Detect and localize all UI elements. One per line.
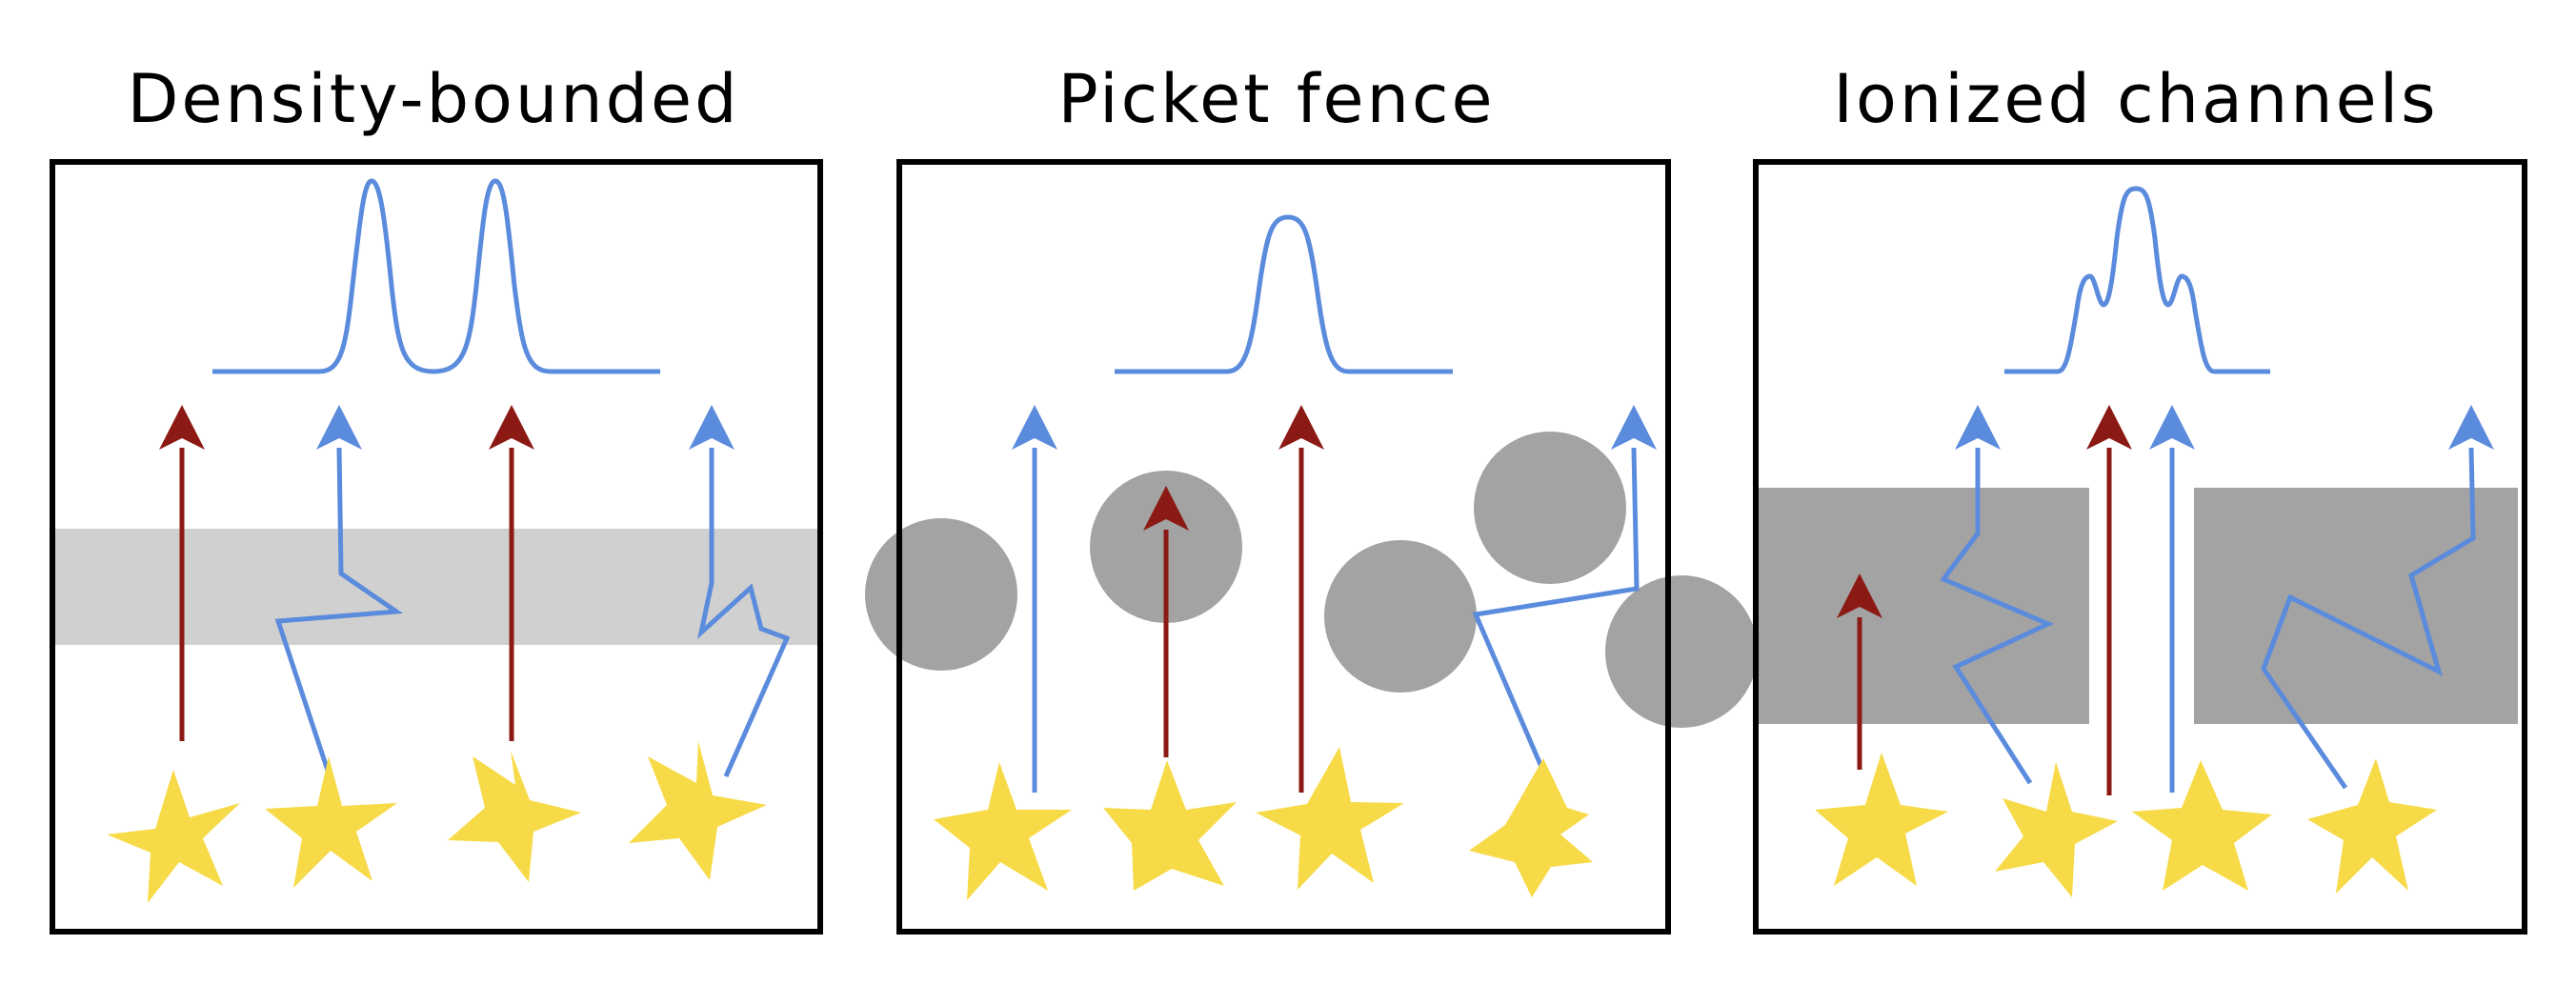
panel-frame xyxy=(50,159,823,935)
panel-title: Density-bounded xyxy=(127,60,739,138)
panel-frame xyxy=(1753,159,2527,935)
arrow-up-icon xyxy=(1611,405,1657,450)
star-icon xyxy=(1995,762,2118,897)
scattered-arrow xyxy=(696,448,791,778)
star-icon xyxy=(2307,758,2437,894)
panel-ionized-channels: Ionized channels xyxy=(1753,60,2527,935)
gas-slab-left xyxy=(1757,488,2089,724)
star-icon xyxy=(265,756,397,888)
scattered-arrow xyxy=(1940,448,2055,785)
arrow-up-icon xyxy=(2086,405,2132,450)
arrow-up-icon xyxy=(2448,405,2494,450)
line-profile-single-peaked xyxy=(1115,214,1453,374)
arrow-up-icon xyxy=(2149,405,2195,450)
star-icon xyxy=(629,741,767,880)
arrow-up-icon xyxy=(1837,573,1882,618)
arrow-up-icon xyxy=(159,405,205,450)
star-icon xyxy=(2132,760,2272,891)
star-icon xyxy=(1469,758,1593,897)
star-icon xyxy=(1815,753,1948,886)
star-icon xyxy=(448,751,581,882)
star-icon xyxy=(1103,760,1237,891)
gas-slab-right xyxy=(2194,488,2518,724)
arrow-up-icon xyxy=(1012,405,1057,450)
star-icon xyxy=(934,762,1072,900)
panel-title: Picket fence xyxy=(1057,60,1495,138)
scattered-arrow xyxy=(1472,447,1640,774)
arrow-up-icon xyxy=(489,405,534,450)
star-icon xyxy=(1256,747,1404,890)
scattered-arrow xyxy=(274,447,404,774)
panel-title: Ionized channels xyxy=(1833,60,2438,138)
panel-frame xyxy=(896,159,1671,935)
gas-clump xyxy=(1474,432,1626,584)
gas-clump xyxy=(865,518,1017,671)
line-profile-triple-peaked xyxy=(2004,186,2270,374)
arrow-up-icon xyxy=(1143,486,1189,531)
arrow-up-icon xyxy=(1955,405,2001,450)
star-icon xyxy=(107,770,240,903)
panel-picket-fence: Picket fence xyxy=(865,60,1758,935)
arrow-up-icon xyxy=(689,405,735,450)
gas-clump xyxy=(1324,540,1477,693)
gas-clump xyxy=(1605,575,1758,728)
panel-density-bounded: Density-bounded xyxy=(50,60,823,935)
arrow-up-icon xyxy=(1278,405,1324,450)
line-profile-double-peaked xyxy=(212,178,660,374)
arrow-up-icon xyxy=(316,405,362,450)
scattered-arrow xyxy=(2261,447,2476,790)
